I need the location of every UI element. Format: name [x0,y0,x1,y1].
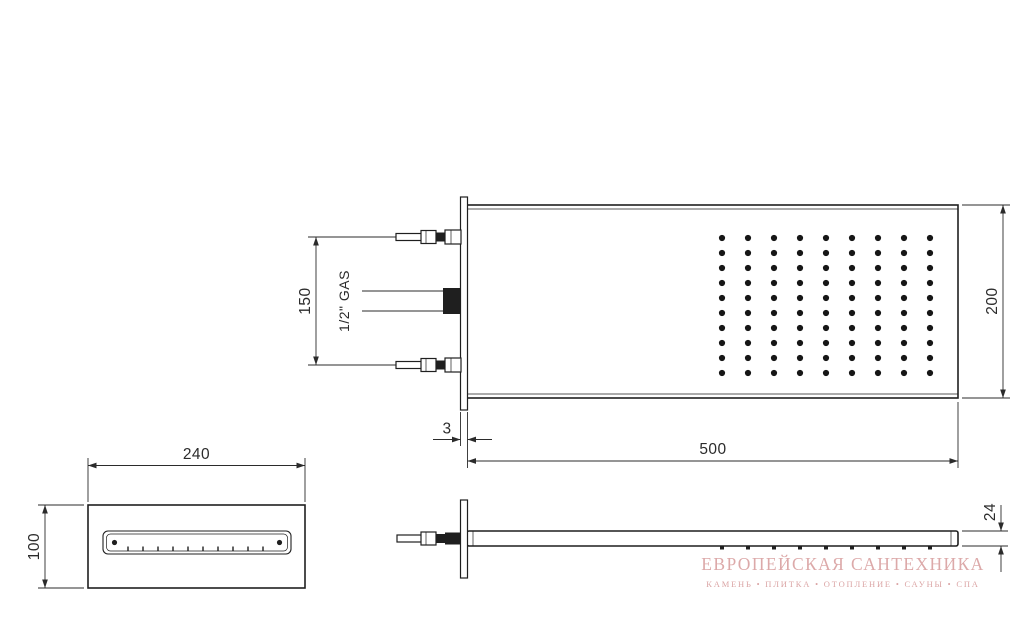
side-view [396,499,959,579]
side-view-panel [466,530,959,547]
side-nozzle-nubs [720,546,932,550]
dim-panel-depth: 24 [982,503,999,521]
gas-inlet-block [443,288,461,314]
slot-nozzle-ticks [127,546,264,551]
dimension-annotations: 150 1/2" GAS 200 3 500 240 100 [26,204,1010,589]
mounting-plate-side [459,499,469,579]
nozzle-grid [718,234,934,377]
slot-screw-left [111,539,118,546]
inlet-fitting-top [395,229,462,245]
dim-spout-height: 100 [26,533,43,560]
inlet-fitting-side [396,531,461,546]
front-view [87,504,306,589]
dim-panel-height: 200 [984,287,1001,314]
dim-inlet-spacing: 150 [297,287,314,314]
waterfall-slot [102,530,292,555]
label-connection-gas: 1/2" GAS [336,270,352,332]
dim-plate-thickness: 3 [442,421,451,438]
watermark: ЕВРОПЕЙСКАЯ САНТЕХНИКА КАМЕНЬ • ПЛИТКА •… [701,554,984,589]
front-view-body [87,504,306,589]
top-view-panel [466,204,959,399]
dim-panel-width: 500 [699,441,726,458]
watermark-title: ЕВРОПЕЙСКАЯ САНТЕХНИКА [701,554,984,574]
watermark-subtitle: КАМЕНЬ • ПЛИТКА • ОТОПЛЕНИЕ • САУНЫ • СП… [706,579,979,589]
slot-screw-right [276,539,283,546]
mounting-plate [459,196,469,411]
dim-spout-width: 240 [183,446,210,463]
top-view [395,196,959,411]
inlet-fitting-bottom [395,357,462,373]
